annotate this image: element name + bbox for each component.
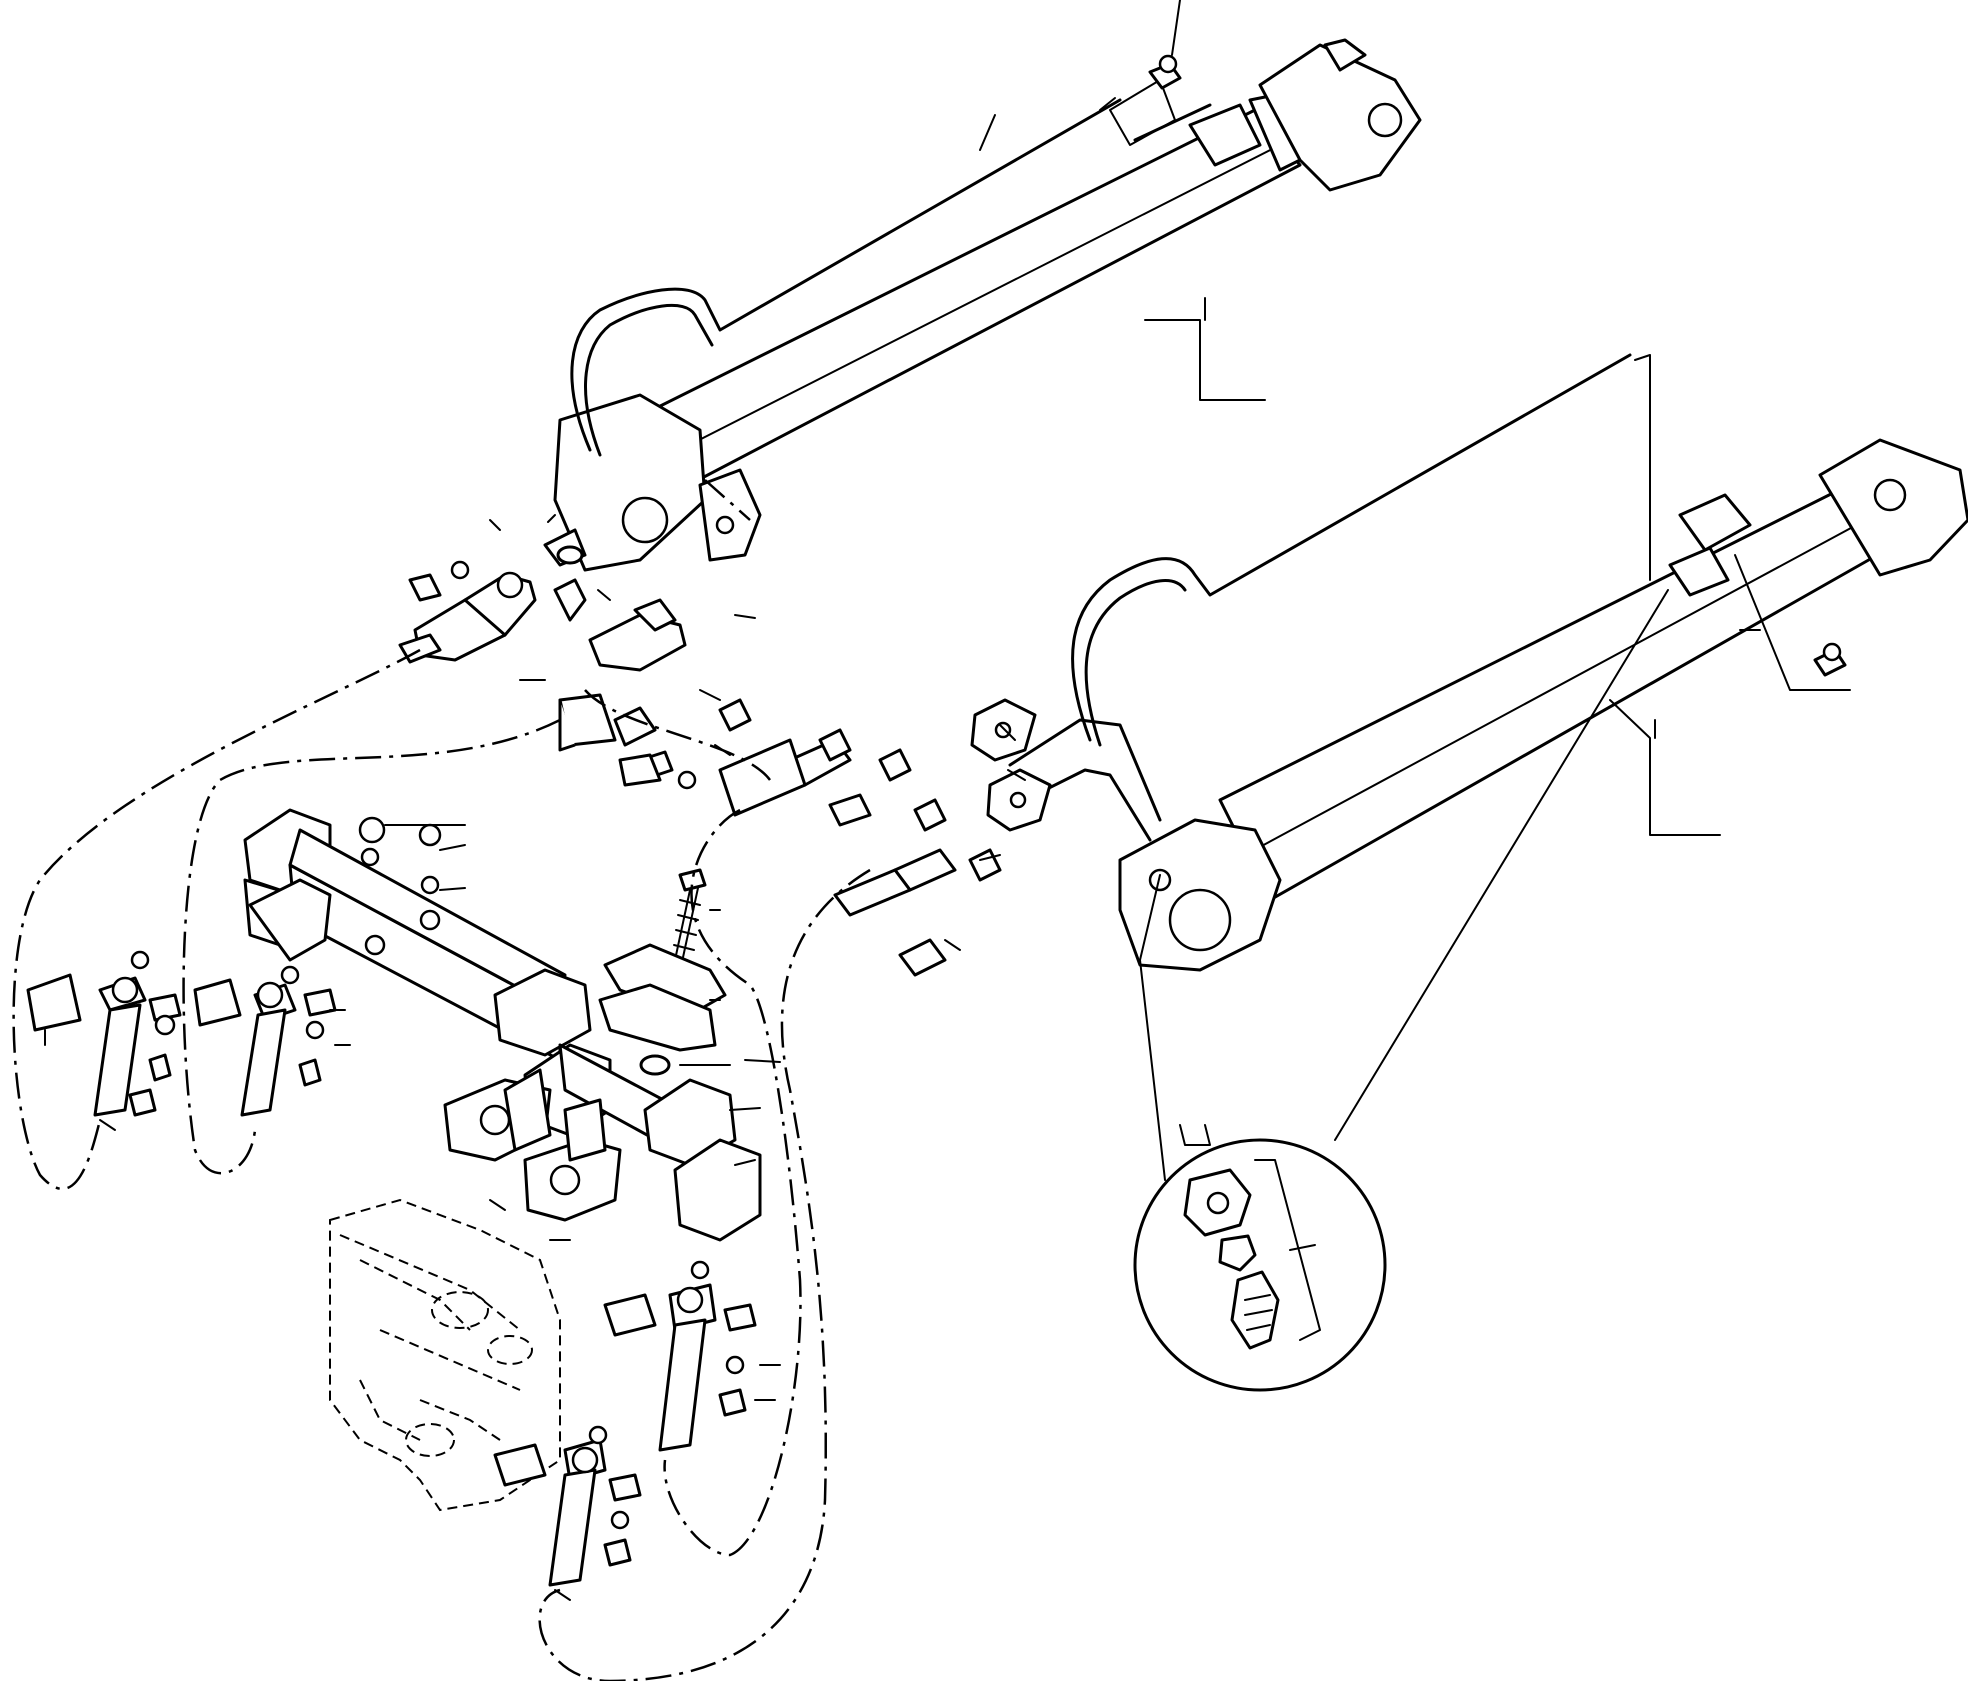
clamp-bolt-assembly — [598, 868, 731, 1076]
washer — [1218, 1234, 1257, 1272]
hose-routing-lines — [12, 479, 871, 1681]
upper-cylinder-base — [553, 393, 707, 572]
manifold-plug-1 — [358, 816, 386, 844]
manifold-plug-2 — [418, 823, 442, 847]
detail-circle — [1133, 589, 1669, 1392]
o-ring-center — [639, 1054, 671, 1076]
grease-fitting-right — [1813, 642, 1847, 677]
hose-fitting-group-middle — [618, 728, 1002, 977]
cap-screw — [408, 573, 442, 602]
lock-washer — [450, 560, 470, 580]
upper-cylinder-bracket — [1144, 319, 1266, 401]
union-fitting — [1230, 1270, 1280, 1350]
lower-hydraulic-cylinder — [970, 353, 1968, 972]
lower-hydraulic-tube — [1071, 353, 1632, 742]
upper-hydraulic-tube — [570, 98, 1122, 452]
control-valve — [329, 1198, 781, 1601]
callout-leaders — [489, 514, 1026, 1241]
grease-fitting-top — [1148, 0, 1182, 90]
lower-cylinder-bracket — [1609, 699, 1721, 836]
manifold-block — [243, 808, 762, 1242]
hose-fitting-group-upper-left — [398, 528, 752, 790]
upper-hydraulic-cylinder — [553, 0, 1422, 572]
flange-clamp-2 — [553, 578, 587, 622]
o-ring — [556, 545, 584, 565]
upper-clevis-pin-hole — [1367, 102, 1403, 138]
hose-fitting-group-left — [26, 950, 351, 1131]
lower-flange-plates — [970, 698, 1052, 832]
